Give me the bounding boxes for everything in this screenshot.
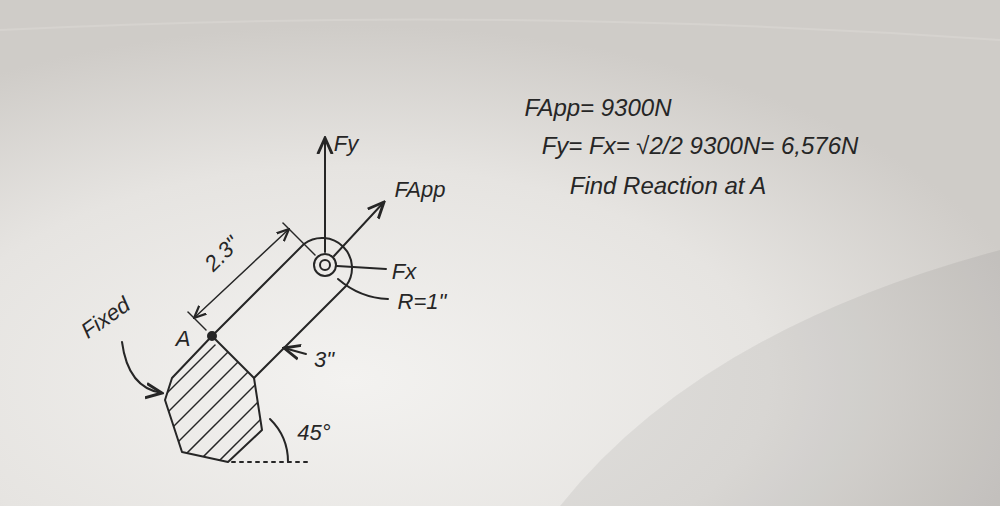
- force-label: Fx: [392, 260, 416, 284]
- hatch-line: [150, 355, 245, 450]
- force-fy-arrow: [324, 138, 326, 252]
- hand-shadow: [560, 250, 1000, 506]
- fixed-leader: [122, 342, 162, 393]
- width-leader: [284, 348, 306, 354]
- paper-edge: [0, 20, 1000, 40]
- point-a: [208, 332, 216, 340]
- task-note: Find Reaction at A: [570, 173, 767, 199]
- force-fapp-arrow: [334, 202, 384, 256]
- fixed-base: [165, 336, 262, 462]
- pin-hole: [314, 254, 336, 276]
- hatch-line: [140, 345, 215, 420]
- force-label: FApp: [395, 178, 446, 202]
- radius-leader: [338, 279, 388, 299]
- point-label: A: [176, 327, 191, 351]
- angle-arc: [270, 419, 288, 462]
- angle-label: 45°: [297, 421, 330, 445]
- dimension-label: 3": [314, 348, 334, 372]
- given-note: FApp= 9300N: [525, 95, 672, 121]
- dimension-label: 2.3": [200, 232, 244, 276]
- hatching: [140, 340, 285, 465]
- horizontal-reference: [232, 461, 312, 463]
- hatch-line: [215, 395, 285, 465]
- force-fx-line: [337, 266, 386, 269]
- pin: [320, 260, 330, 270]
- hatch-line: [175, 365, 275, 465]
- force-label: Fy: [334, 132, 358, 156]
- support-label: Fixed: [77, 293, 135, 344]
- extension-line: [283, 223, 315, 255]
- hatch-line: [140, 350, 230, 440]
- hatch-line: [160, 360, 260, 460]
- dimension-line: [194, 229, 289, 318]
- hatch-line: [195, 380, 280, 465]
- equation-note: Fy= Fx= √2/2 9300N= 6,576N: [542, 133, 859, 159]
- dimension-label: R=1": [398, 290, 447, 314]
